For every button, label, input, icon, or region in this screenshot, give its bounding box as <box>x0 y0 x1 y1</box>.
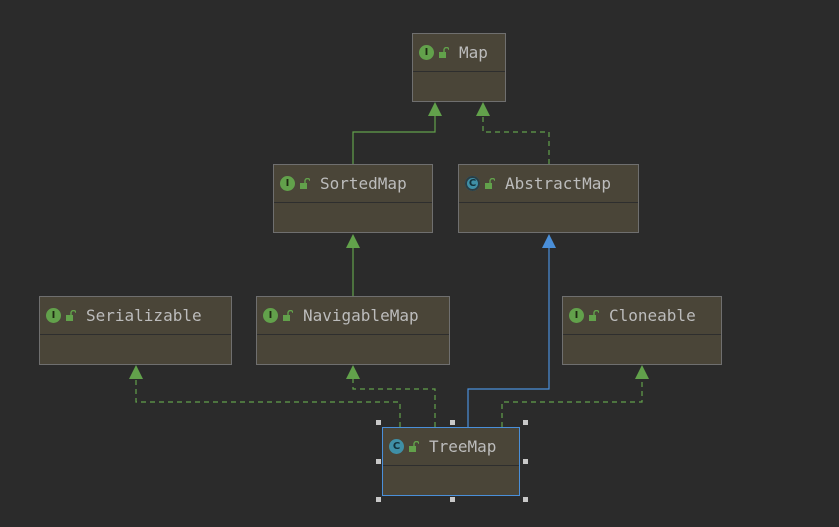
arrowhead-map-left <box>428 102 442 116</box>
node-treemap-header: C TreeMap <box>383 428 519 466</box>
node-cloneable-body <box>563 335 721 364</box>
unlocked-icon <box>485 178 495 189</box>
edge-treemap-implements-navigablemap <box>352 379 436 427</box>
edge-abstractmap-implements-map <box>482 116 550 164</box>
node-navigablemap[interactable]: I NavigableMap <box>256 296 450 365</box>
arrowhead-cloneable <box>635 365 649 379</box>
node-treemap-title: TreeMap <box>429 437 497 456</box>
unlocked-icon <box>66 310 76 321</box>
node-sortedmap-body <box>274 203 432 232</box>
resize-handle-top-right[interactable] <box>523 420 528 425</box>
interface-icon: I <box>263 308 278 323</box>
unlocked-icon <box>409 441 419 452</box>
interface-icon: I <box>419 45 434 60</box>
resize-handle-top-center[interactable] <box>450 420 455 425</box>
node-map[interactable]: I Map <box>412 33 506 102</box>
abstract-class-icon: C <box>465 176 480 191</box>
resize-handle-bottom-right[interactable] <box>523 497 528 502</box>
resize-handle-top-left[interactable] <box>376 420 381 425</box>
resize-handle-bottom-center[interactable] <box>450 497 455 502</box>
node-abstractmap[interactable]: C AbstractMap <box>458 164 639 233</box>
node-navigablemap-title: NavigableMap <box>303 306 419 325</box>
arrowhead-abstractmap <box>542 234 556 248</box>
node-map-header: I Map <box>413 34 505 72</box>
node-serializable-title: Serializable <box>86 306 202 325</box>
node-navigablemap-body <box>257 335 449 364</box>
edge-treemap-implements-cloneable <box>501 379 643 427</box>
edge-treemap-implements-serializable <box>135 379 401 427</box>
node-abstractmap-title: AbstractMap <box>505 174 611 193</box>
edge-sortedmap-extends-map <box>352 116 436 164</box>
resize-handle-middle-left[interactable] <box>376 459 381 464</box>
unlocked-icon <box>439 47 449 58</box>
arrowhead-sortedmap <box>346 234 360 248</box>
unlocked-icon <box>589 310 599 321</box>
resize-handle-bottom-left[interactable] <box>376 497 381 502</box>
edge-treemap-extends-abstractmap <box>467 248 550 427</box>
unlocked-icon <box>283 310 293 321</box>
arrowhead-map-right <box>476 102 490 116</box>
interface-icon: I <box>46 308 61 323</box>
node-cloneable[interactable]: I Cloneable <box>562 296 722 365</box>
class-icon: C <box>389 439 404 454</box>
node-serializable[interactable]: I Serializable <box>39 296 232 365</box>
node-map-body <box>413 72 505 101</box>
node-abstractmap-header: C AbstractMap <box>459 165 638 203</box>
node-sortedmap-header: I SortedMap <box>274 165 432 203</box>
node-serializable-body <box>40 335 231 364</box>
interface-icon: I <box>280 176 295 191</box>
node-sortedmap[interactable]: I SortedMap <box>273 164 433 233</box>
node-map-title: Map <box>459 43 488 62</box>
node-serializable-header: I Serializable <box>40 297 231 335</box>
node-sortedmap-title: SortedMap <box>320 174 407 193</box>
arrowhead-navigablemap <box>346 365 360 379</box>
node-cloneable-title: Cloneable <box>609 306 696 325</box>
interface-icon: I <box>569 308 584 323</box>
unlocked-icon <box>300 178 310 189</box>
resize-handle-middle-right[interactable] <box>523 459 528 464</box>
node-cloneable-header: I Cloneable <box>563 297 721 335</box>
node-abstractmap-body <box>459 203 638 232</box>
node-navigablemap-header: I NavigableMap <box>257 297 449 335</box>
arrowhead-serializable <box>129 365 143 379</box>
node-treemap[interactable]: C TreeMap <box>382 427 520 496</box>
node-treemap-body <box>383 466 519 495</box>
